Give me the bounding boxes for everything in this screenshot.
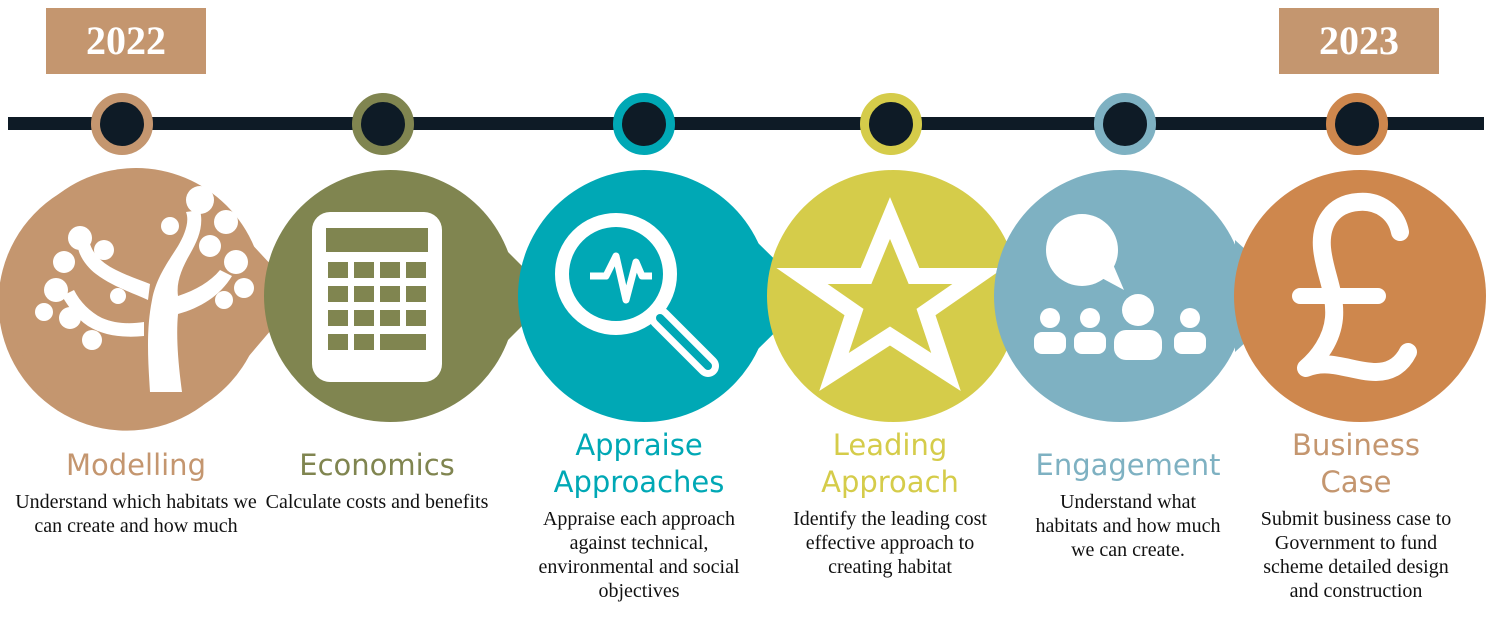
speech-bubble-people-icon bbox=[1034, 214, 1206, 360]
timeline-dot-engagement bbox=[1094, 93, 1156, 155]
timeline-dot-business bbox=[1326, 93, 1388, 155]
magnifier-pulse-icon bbox=[555, 213, 719, 377]
coral-icon bbox=[35, 186, 254, 392]
timeline-dot-economics bbox=[352, 93, 414, 155]
star-icon bbox=[776, 197, 1004, 392]
step-description: Appraise each approach against technical… bbox=[538, 508, 740, 602]
step-engagement: Engagement Understand what habitats and … bbox=[1003, 447, 1253, 562]
step-economics: Economics Calculate costs and benefits bbox=[252, 447, 502, 514]
pound-sign-icon bbox=[1292, 192, 1417, 381]
step-business: Business Case Submit business case to Go… bbox=[1231, 427, 1481, 603]
step-title: Leading Approach bbox=[821, 428, 959, 499]
step-appraise: Appraise Approaches Appraise each approa… bbox=[514, 427, 764, 603]
step-modelling: Modelling Understand which habitats we c… bbox=[11, 447, 261, 538]
timeline-dot-appraise bbox=[613, 93, 675, 155]
timeline-dot-leading bbox=[860, 93, 922, 155]
step-title: Appraise Approaches bbox=[553, 428, 725, 499]
step-description: Understand what habitats and how much we… bbox=[1035, 491, 1221, 561]
step-description: Calculate costs and benefits bbox=[265, 491, 489, 513]
step-title: Economics bbox=[299, 448, 455, 482]
timeline-dot-modelling bbox=[91, 93, 153, 155]
step-title: Modelling bbox=[66, 448, 206, 482]
start-year-label: 2022 bbox=[46, 8, 206, 74]
end-year-label: 2023 bbox=[1279, 8, 1439, 74]
calculator-icon bbox=[312, 212, 442, 382]
step-title: Business Case bbox=[1292, 428, 1420, 499]
step-description: Submit business case to Government to fu… bbox=[1260, 508, 1452, 602]
step-leading: Leading Approach Identify the leading co… bbox=[765, 427, 1015, 579]
step-description: Understand which habitats we can create … bbox=[15, 491, 257, 537]
step-description: Identify the leading cost effective appr… bbox=[793, 508, 987, 578]
step-title: Engagement bbox=[1035, 448, 1221, 482]
